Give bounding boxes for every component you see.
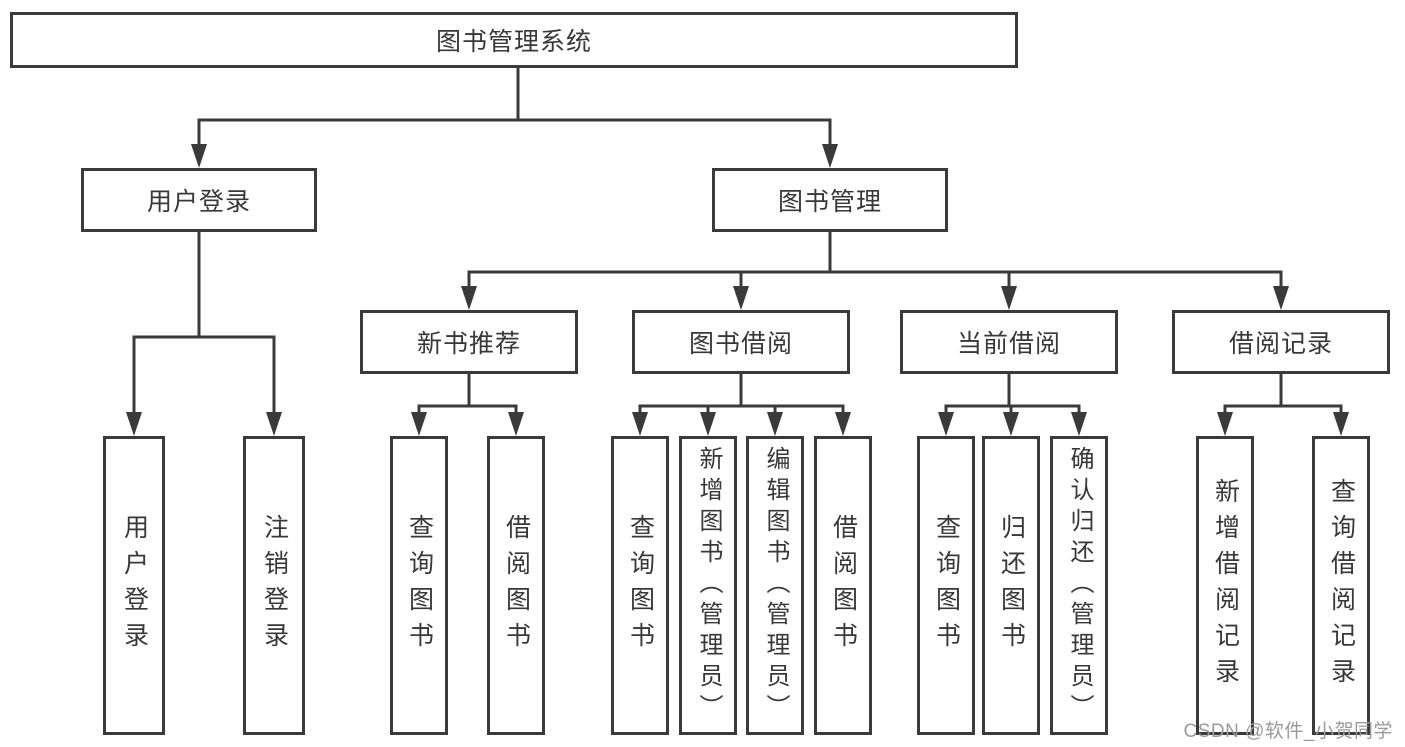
node-leaf-query-borrow-record: 查询借阅记录 xyxy=(1312,436,1370,735)
node-leaf-confirm-return-admin: 确认归还（管理员） xyxy=(1050,436,1108,735)
node-label: 确认归还（管理员） xyxy=(1066,446,1093,725)
node-leaf-user-login: 用户登录 xyxy=(103,436,165,735)
node-label: 图书借阅 xyxy=(688,330,793,358)
node-book-management: 图书管理 xyxy=(712,168,948,232)
node-user-login: 用户登录 xyxy=(81,168,317,232)
node-new-book-recommend: 新书推荐 xyxy=(360,310,578,374)
node-leaf-edit-books-admin: 编辑图书（管理员） xyxy=(746,436,804,735)
node-leaf-return-books: 归还图书 xyxy=(982,436,1040,735)
node-library-management-system: 图书管理系统 xyxy=(10,12,1018,68)
node-leaf-current-query-books: 查询图书 xyxy=(917,436,975,735)
node-current-borrow: 当前借阅 xyxy=(900,310,1118,374)
node-label: 新书推荐 xyxy=(416,330,521,358)
node-label: 借阅图书 xyxy=(502,513,531,658)
node-label: 查询借阅记录 xyxy=(1327,477,1356,694)
node-book-borrow: 图书借阅 xyxy=(632,310,850,374)
node-label: 新增图书（管理员） xyxy=(695,446,722,725)
node-leaf-recommend-borrow-books: 借阅图书 xyxy=(487,436,545,735)
node-label: 用户登录 xyxy=(120,513,149,658)
node-label: 图书管理 xyxy=(777,188,882,216)
node-borrow-record: 借阅记录 xyxy=(1172,310,1390,374)
node-label: 新增借阅记录 xyxy=(1211,477,1240,694)
node-leaf-borrow-books: 借阅图书 xyxy=(814,436,872,735)
node-label: 图书管理系统 xyxy=(435,28,592,56)
node-label: 编辑图书（管理员） xyxy=(762,446,789,725)
node-label: 当前借阅 xyxy=(956,330,1061,358)
node-label: 借阅记录 xyxy=(1228,330,1333,358)
node-label: 借阅图书 xyxy=(829,513,858,658)
node-label: 查询图书 xyxy=(932,513,961,658)
node-leaf-recommend-query-books: 查询图书 xyxy=(390,436,448,735)
node-label: 查询图书 xyxy=(626,513,655,658)
node-label: 注销登录 xyxy=(260,513,289,658)
node-label: 归还图书 xyxy=(997,513,1026,658)
node-leaf-logout: 注销登录 xyxy=(243,436,305,735)
node-leaf-add-books-admin: 新增图书（管理员） xyxy=(679,436,737,735)
node-label: 用户登录 xyxy=(146,188,251,216)
node-label: 查询图书 xyxy=(405,513,434,658)
node-leaf-add-borrow-record: 新增借阅记录 xyxy=(1196,436,1254,735)
csdn-watermark: CSDN @软件_小贺同学 xyxy=(1183,721,1393,742)
node-leaf-borrow-query-books: 查询图书 xyxy=(611,436,669,735)
